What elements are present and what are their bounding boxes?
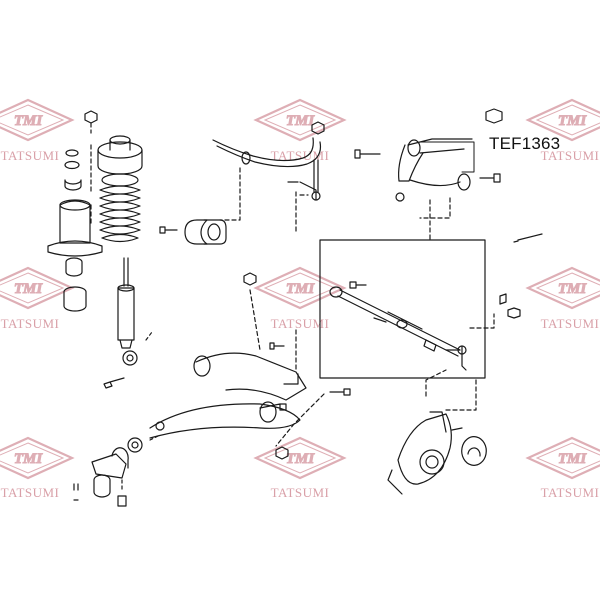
svg-text:TATSUMI: TATSUMI — [1, 316, 60, 331]
tatsumi-watermarks: TATSUMI TATSUMI TATSUMI TATSUMI TATSUMI … — [1, 148, 600, 500]
svg-text:TATSUMI: TATSUMI — [1, 485, 60, 500]
svg-text:TATSUMI: TATSUMI — [271, 316, 330, 331]
svg-text:TATSUMI: TATSUMI — [271, 485, 330, 500]
svg-text:TATSUMI: TATSUMI — [541, 485, 600, 500]
svg-text:TATSUMI: TATSUMI — [1, 148, 60, 163]
upper-control-arm — [354, 108, 503, 241]
svg-text:TATSUMI: TATSUMI — [541, 148, 600, 163]
trailing-arm-bushings — [73, 435, 159, 507]
lower-control-arm — [149, 272, 351, 460]
part-number-label: TEF1363 — [489, 134, 561, 153]
strut-assembly — [47, 110, 153, 389]
detail-box — [319, 239, 486, 379]
lateral-link — [329, 233, 543, 371]
stabilizer-bar — [159, 121, 325, 245]
knuckle-hub — [387, 369, 487, 495]
svg-text:TATSUMI: TATSUMI — [541, 316, 600, 331]
